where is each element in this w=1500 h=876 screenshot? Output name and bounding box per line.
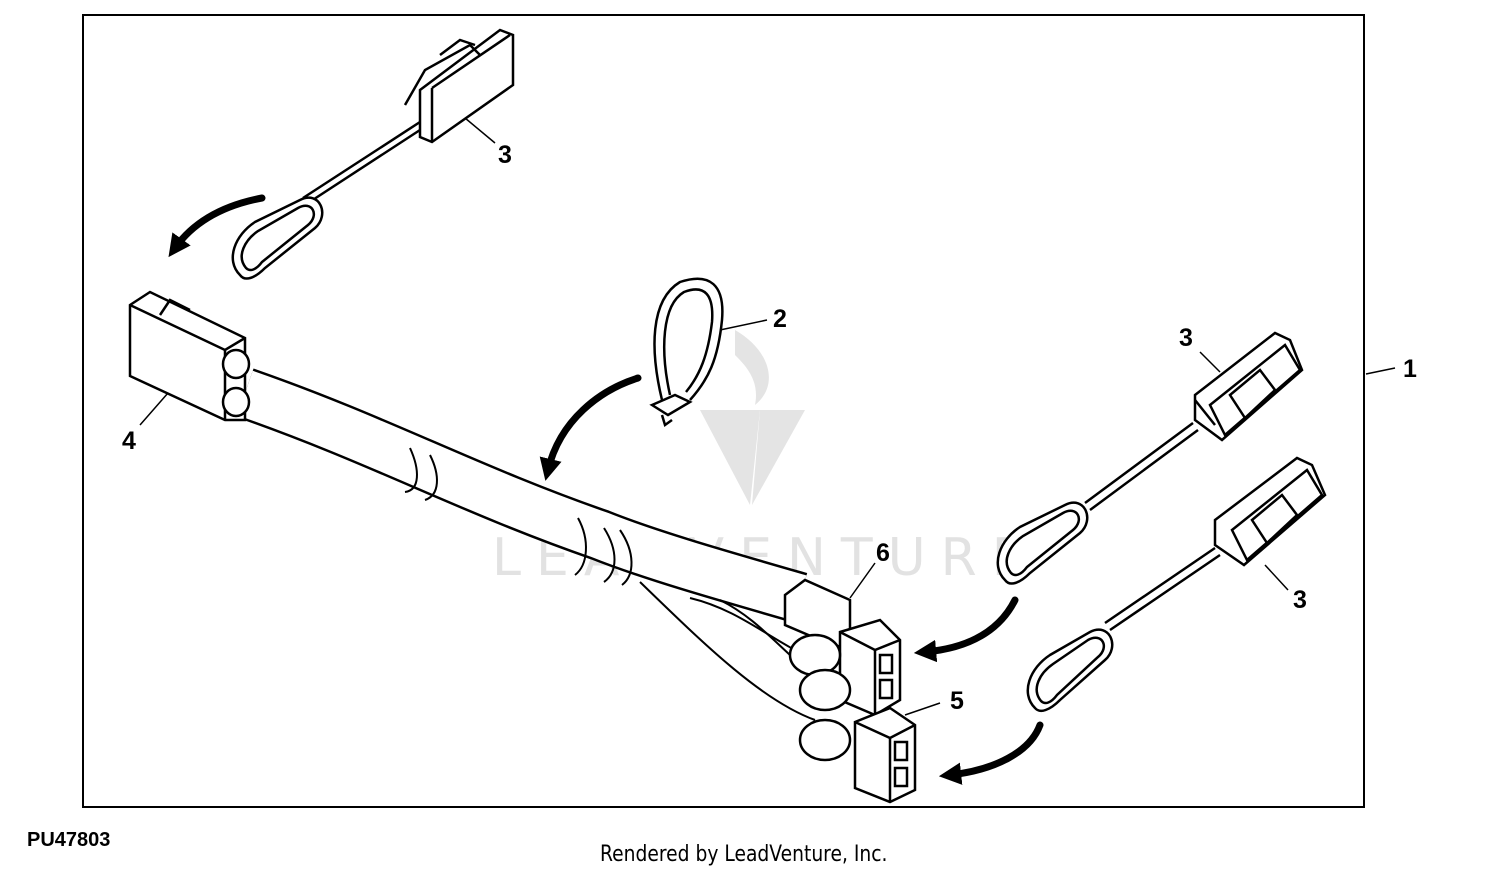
callout-4: 4: [122, 427, 136, 455]
connector-4: [128, 290, 251, 422]
render-credit: Rendered by LeadVenture, Inc.: [600, 842, 888, 867]
callout-3-right-lower: 3: [1293, 586, 1307, 614]
callout-5: 5: [950, 687, 964, 715]
callout-labels: 1 2 3 3 3 4 5 6: [122, 141, 1417, 715]
leadventure-logo-icon: [700, 330, 805, 505]
harness-cable: [236, 368, 831, 721]
cap-3-right-upper: [996, 331, 1304, 585]
diagram-frame: [82, 14, 1365, 808]
cap-3-top: [231, 28, 515, 280]
connector-5: [798, 668, 917, 804]
callout-1: 1: [1403, 355, 1417, 383]
cap-3-right-lower: [1026, 456, 1327, 712]
leader-lines: [139, 117, 1396, 716]
callout-3-right-upper: 3: [1179, 324, 1193, 352]
callout-3-top: 3: [498, 141, 512, 169]
figure-id: PU47803: [27, 829, 111, 851]
cable-tie-2: [649, 277, 724, 428]
callout-6: 6: [876, 539, 890, 567]
assembly-arrows: [168, 194, 1044, 785]
callout-2: 2: [773, 305, 787, 333]
